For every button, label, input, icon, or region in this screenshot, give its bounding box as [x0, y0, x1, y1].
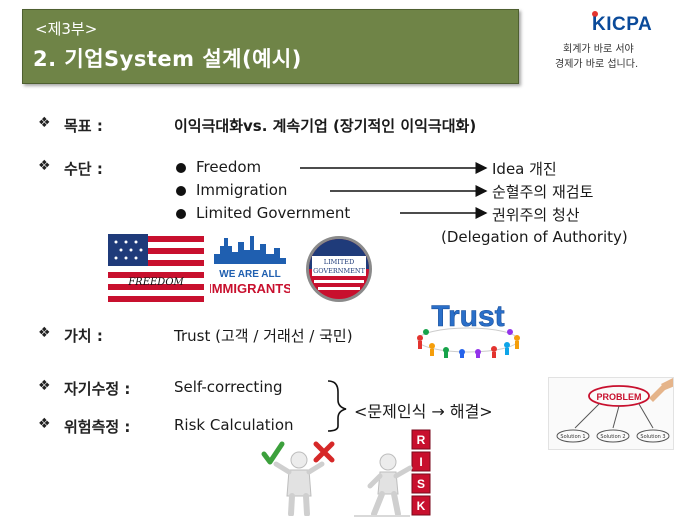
value-text: Trust (고객 / 거래선 / 국민): [174, 327, 353, 345]
solution-3-text: Solution 3: [640, 434, 665, 440]
bullet-icon: ❖: [38, 158, 51, 174]
risk-figure-image: R I S K: [350, 428, 442, 518]
list-bullet-icon: [176, 163, 186, 173]
immigrants-image: WE ARE ALL IMMIGRANTS: [210, 232, 290, 302]
limited-gov-text-2: GOVERNMENT: [313, 267, 366, 275]
immigrants-text-2: IMMIGRANTS: [210, 281, 290, 296]
solution-2-text: Solution 2: [600, 434, 625, 440]
list-bullet-icon: [176, 209, 186, 219]
self-correct-label: 자기수정 :: [64, 380, 131, 398]
means-label: 수단 :: [64, 160, 103, 178]
check-icon: [261, 441, 285, 465]
kicpa-logo: KICPA: [592, 14, 653, 35]
immigrants-text-1: WE ARE ALL: [219, 269, 280, 280]
logo-mark-icon: [592, 11, 598, 17]
page-title: 2. 기업System 설계(예시): [33, 47, 302, 71]
problem-text: PROBLEM: [597, 392, 642, 402]
bullet-icon: ❖: [38, 378, 51, 394]
means-item-freedom: Freedom: [196, 158, 262, 176]
trust-image: Trust: [410, 290, 525, 358]
bullet-icon: ❖: [38, 115, 51, 131]
solution-1-text: Solution 1: [560, 434, 585, 440]
bullet-icon: ❖: [38, 416, 51, 432]
means-result-pure-blood: 순혈주의 재검토: [492, 183, 594, 201]
bullet-icon: ❖: [38, 325, 51, 341]
value-label: 가치 :: [64, 327, 103, 345]
means-result-authority: 권위주의 청산: [492, 206, 580, 224]
risk-measure-label: 위험측정 :: [64, 418, 131, 436]
freedom-flag-image: FREEDOM: [108, 232, 204, 302]
limited-government-badge-image: LIMITED GOVERNMENT: [302, 234, 376, 304]
cycle-text: <문제인식 → 해결>: [354, 402, 493, 421]
bracket-icon: [327, 380, 347, 432]
part-label: <제3부>: [35, 20, 98, 38]
goal-text: 이익극대화vs. 계속기업 (장기적인 이익극대화): [174, 117, 477, 135]
risk-letter-r: R: [417, 433, 426, 447]
limited-gov-text-1: LIMITED: [324, 258, 354, 266]
goal-label: 목표 :: [64, 117, 103, 135]
title-box: <제3부> 2. 기업System 설계(예시): [22, 9, 519, 84]
slogan-line-2: 경제가 바로 섭니다.: [555, 59, 639, 70]
cross-icon: [313, 441, 335, 463]
risk-measure-text: Risk Calculation: [174, 416, 294, 434]
freedom-flag-text: FREEDOM: [127, 277, 184, 288]
risk-letter-s: S: [417, 477, 425, 491]
means-item-limited-government: Limited Government: [196, 204, 351, 222]
risk-letter-k: K: [417, 499, 426, 513]
self-correct-text: Self-correcting: [174, 378, 283, 396]
problem-solution-image: PROBLEM Solution 1 Solution 2 Solution 3: [548, 377, 674, 450]
means-result-idea: Idea 개진: [492, 160, 557, 178]
means-item-immigration: Immigration: [196, 181, 288, 199]
slogan-line-1: 회계가 바로 서야: [563, 44, 634, 55]
list-bullet-icon: [176, 186, 186, 196]
check-cross-figure-image: [258, 440, 340, 516]
risk-letter-i: I: [419, 455, 422, 469]
means-note: (Delegation of Authority): [441, 228, 628, 246]
